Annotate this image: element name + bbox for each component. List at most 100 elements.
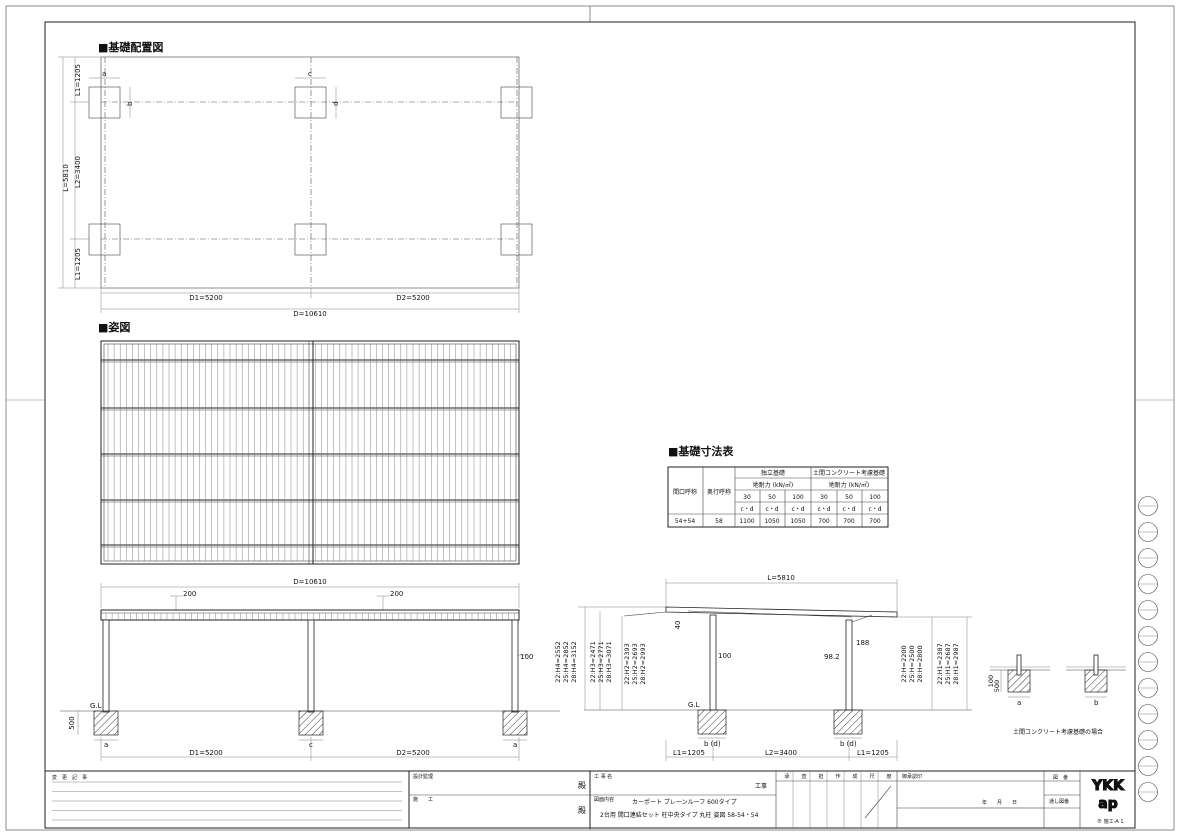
drawing-title-line-1: カーポート プレーンルーフ 600タイプ	[632, 798, 737, 806]
table-header-jitai-1: 地耐力 (kN/㎡)	[753, 481, 794, 489]
date-label: 年 月 日	[982, 799, 1017, 806]
dim-label-D: D=10610	[293, 310, 327, 318]
table-cd-4: c・d	[817, 506, 830, 513]
roof-plan-view	[100, 340, 520, 565]
footing-4	[88, 223, 121, 256]
front-footing-right	[502, 710, 528, 736]
footing-1	[88, 86, 121, 119]
dim-label-L1-bottom: L1=1205	[74, 248, 82, 280]
dim-h4-22: 22:H4=2552	[554, 641, 562, 682]
table-cell-maguchi: 54+54	[675, 518, 695, 525]
dim-h3-28: 28:H3=3071	[605, 641, 613, 682]
side-ground-label: G.L	[688, 701, 700, 709]
roof-panel-lines	[107, 344, 511, 561]
detail-2-post	[1093, 654, 1099, 676]
roof-inner-frame	[103, 343, 517, 562]
table-header-dokuritsu: 独立基礎	[761, 469, 785, 477]
dim-label-100-side: 100	[718, 652, 731, 660]
front-footing-center	[298, 710, 324, 736]
front-post-right	[511, 619, 519, 713]
approve-col-6: 尺	[869, 774, 874, 780]
dim-h3-22: 22:H3=2471	[589, 641, 597, 682]
dim-h-22: 22:H=2200	[900, 645, 908, 682]
section-title-foundation-layout: ■基礎配置図	[98, 40, 163, 54]
margin-circle-4	[1138, 574, 1158, 594]
foundation-dimension-table: 間口呼称 奥行呼称 独立基礎 土間コンクリート考慮基礎 地耐力 (kN/㎡) 地…	[667, 466, 889, 528]
side-arm-right	[851, 614, 873, 623]
roof-frame	[100, 340, 520, 565]
table-cell-6: 700	[869, 518, 881, 525]
dim-label-98-2: 98.2	[824, 653, 840, 661]
detail-caption: 土間コンクリート考慮基礎の場合	[1013, 728, 1103, 736]
dim-label-L1-top: L1=1205	[74, 64, 82, 96]
dono-label-2: 殿	[578, 806, 586, 815]
front-ground-label: G.L	[90, 702, 102, 710]
table-cell-2: 1050	[764, 518, 779, 525]
margin-circle-11	[1138, 756, 1158, 776]
dim-label-200-left: 200	[183, 590, 196, 598]
margin-circle-1	[1138, 496, 1158, 516]
table-cell-1: 1100	[739, 518, 754, 525]
side-post-right	[845, 619, 853, 711]
dim-label-L2: L2=3400	[74, 156, 82, 188]
dim-h-25: 25:H=2500	[908, 645, 916, 682]
front-post-center	[307, 619, 315, 713]
dim-label-40: 40	[674, 621, 682, 630]
dim-h1-25: 25:H1=2687	[944, 643, 952, 684]
table-load-1: 30	[743, 494, 751, 501]
dim-label-200-right: 200	[390, 590, 403, 598]
dim-label-d: d	[332, 102, 340, 106]
margin-circle-9	[1138, 704, 1158, 724]
dim-h1-28: 28:H1=2987	[952, 643, 960, 684]
construction-label: 施 工	[413, 796, 433, 803]
sheet-id: ® 施工-A 1	[1097, 818, 1124, 825]
margin-circle-6	[1138, 626, 1158, 646]
front-roof-ticks	[105, 613, 515, 620]
title-block: 変 更 記 事 設計監理 施 工 殿 殿 工 事 名 工事 図面内容 カーポート…	[45, 770, 1135, 828]
dim-label-a-right: a	[513, 741, 517, 749]
dim-label-D2: D2=5200	[396, 294, 430, 302]
approve-col-4: 作	[835, 773, 840, 780]
change-log-label: 変 更 記 事	[52, 774, 87, 781]
approve-col-2: 査	[801, 773, 806, 780]
dono-label-1: 殿	[578, 781, 586, 790]
dim-label-500-front: 500	[68, 716, 76, 729]
front-elevation-view: D=10610 200 200 100 G.L 500 a c a	[60, 578, 560, 761]
dim-label-D2-front: D2=5200	[396, 749, 430, 757]
dim-h4-28: 28:H4=3152	[570, 641, 578, 682]
detail-1-post	[1016, 654, 1022, 676]
dim-label-b: b	[126, 101, 134, 106]
table-cell-4: 700	[818, 518, 830, 525]
margin-circle-5	[1138, 600, 1158, 620]
drawing-number-label: 図 番	[1053, 774, 1068, 781]
approval-stamp-label: 御承認印	[902, 773, 922, 780]
margin-circle-3	[1138, 548, 1158, 568]
detail-label-b: b	[1094, 699, 1099, 707]
drawing-content-label: 図面内容	[594, 796, 614, 803]
detail-dim-500: 500	[993, 680, 1001, 692]
dim-label-bd-left: b (d)	[704, 740, 721, 748]
table-cd-1: c・d	[740, 506, 753, 513]
logo-part-2: ap	[1098, 796, 1117, 812]
project-value: 工事	[755, 782, 767, 790]
table-load-2: 50	[768, 494, 776, 501]
margin-circle-2	[1138, 522, 1158, 542]
front-post-left	[102, 619, 110, 713]
dim-h1-22: 22:H1=2387	[936, 643, 944, 684]
dim-label-L1-left: L1=1205	[673, 749, 705, 757]
approve-col-3: 担	[818, 773, 823, 780]
dim-label-a: a	[102, 70, 106, 78]
side-post-left	[709, 614, 717, 711]
table-cd-6: c・d	[868, 506, 881, 513]
dim-label-a-left: a	[104, 741, 108, 749]
footing-3	[500, 86, 533, 119]
side-roof	[665, 606, 898, 618]
approval-columns	[792, 771, 879, 828]
approve-col-1: 承	[784, 773, 789, 780]
side-footing-left	[697, 709, 727, 735]
table-header-jitai-2: 地耐力 (kN/㎡)	[829, 481, 870, 489]
side-roof-edge-left	[623, 611, 667, 617]
dim-label-L1-right: L1=1205	[857, 749, 889, 757]
margin-circle-12	[1138, 782, 1158, 802]
